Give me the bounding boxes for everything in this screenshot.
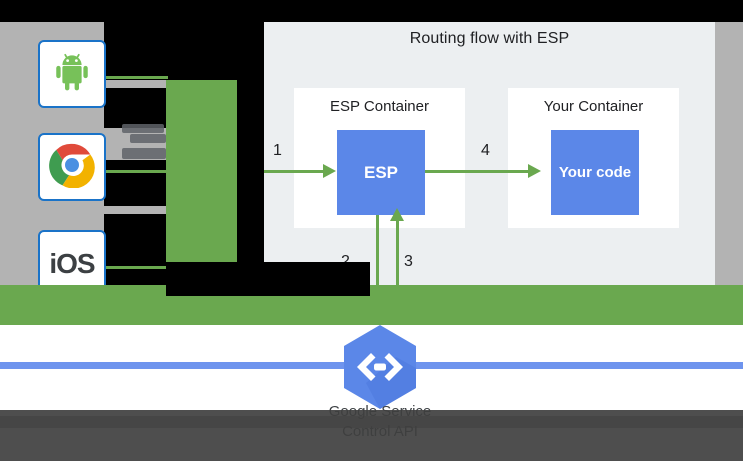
arrow-1-number: 1 bbox=[273, 142, 282, 159]
android-icon bbox=[51, 51, 93, 98]
cloud-endpoints-icon bbox=[336, 323, 424, 411]
arrow-4-line bbox=[425, 170, 531, 173]
client-link-android bbox=[106, 76, 168, 79]
redaction-block-3 bbox=[104, 160, 166, 206]
client-link-ios bbox=[106, 266, 168, 269]
esp-container-label: ESP Container bbox=[330, 98, 429, 115]
arrow-2-number: 2 bbox=[341, 253, 350, 271]
arrow-3-line bbox=[396, 218, 399, 323]
arrow-3-head bbox=[390, 208, 404, 221]
bottom-dark-overlay bbox=[0, 410, 743, 461]
top-black-band bbox=[0, 0, 743, 22]
redaction-block-2 bbox=[104, 88, 166, 128]
redaction-block-4 bbox=[104, 214, 166, 262]
your-code-box[interactable]: Your code bbox=[551, 130, 639, 215]
chrome-icon bbox=[49, 142, 95, 193]
arrow-4-head bbox=[528, 164, 541, 178]
client-link-chrome bbox=[106, 170, 168, 173]
obscured-text-2 bbox=[130, 134, 166, 143]
redaction-block-7 bbox=[166, 262, 370, 296]
green-band bbox=[0, 285, 743, 325]
redaction-block-6 bbox=[237, 22, 264, 288]
arrow-2-line bbox=[376, 215, 379, 323]
your-container-label: Your Container bbox=[543, 98, 644, 115]
client-tile-chrome[interactable] bbox=[38, 133, 106, 201]
arrow-1-head bbox=[323, 164, 336, 178]
client-tile-android[interactable] bbox=[38, 40, 106, 108]
ios-icon: iOS bbox=[49, 248, 95, 279]
arrow-4-number: 4 bbox=[481, 142, 490, 159]
arrow-1-line bbox=[264, 170, 326, 173]
esp-box[interactable]: ESP bbox=[337, 130, 425, 215]
arrow-3-number: 3 bbox=[404, 253, 413, 270]
obscured-text-3 bbox=[122, 148, 166, 159]
page-title: Routing flow with ESP bbox=[409, 30, 570, 47]
obscured-text-1 bbox=[122, 124, 164, 133]
